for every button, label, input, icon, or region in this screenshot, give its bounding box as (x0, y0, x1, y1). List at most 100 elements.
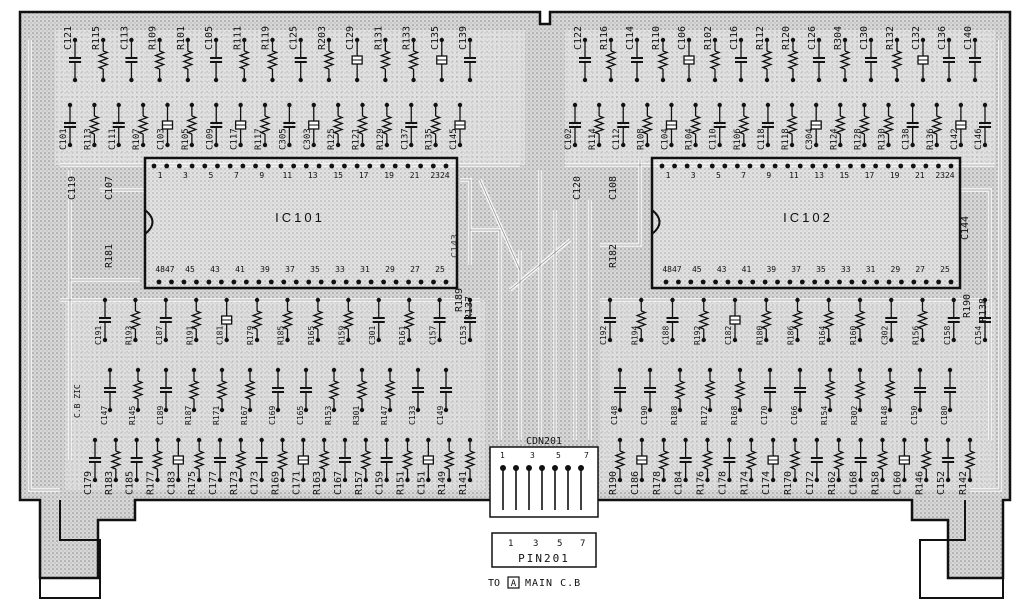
capacitor-C304-pad (813, 102, 819, 108)
ic-pin-label-1: 1 (158, 171, 163, 180)
resistor-R104-zigzag (689, 115, 702, 135)
resistor-R132-pad (894, 77, 900, 83)
label-R176: R176 (696, 471, 707, 495)
ic-pin-label-35: 35 (310, 265, 320, 274)
component-R120 (787, 37, 799, 83)
resistor-R193-pad (133, 297, 138, 303)
label-C179: C179 (83, 471, 94, 495)
resistor-R128-pad (862, 102, 867, 108)
resistor-R171-pad (219, 407, 225, 413)
resistor-R130-pad (886, 142, 891, 148)
ic-pin-pad (822, 163, 828, 169)
component-R109 (153, 37, 166, 83)
capacitor-C154-pad (982, 337, 988, 343)
label-R193: R193 (124, 326, 133, 345)
label-C181: C181 (216, 326, 225, 345)
ic-pin-label-41: 41 (742, 265, 752, 274)
resistor-R302-pad (857, 407, 863, 413)
component-C116 (735, 37, 747, 83)
resistor-R304-pad (842, 77, 848, 83)
label-C143: C143 (450, 234, 461, 258)
ic-pin-label-2324: 2324 (935, 171, 954, 180)
label-R135: R135 (425, 128, 435, 150)
component-R194 (635, 297, 648, 343)
ic-pin-pad (684, 163, 690, 169)
resistor-R106-zigzag (737, 115, 750, 135)
capacitor-C146-pad (982, 142, 988, 148)
component-R188 (674, 367, 686, 413)
capacitor-C188-pad (670, 297, 675, 303)
resistor-R110-pad (660, 37, 666, 43)
resistor-R157-pad (363, 477, 369, 483)
resistor-R301-pad (359, 367, 365, 373)
capacitor-C152-pad (945, 477, 951, 483)
resistor-R141-zigzag (464, 450, 476, 470)
label-C112: C112 (612, 128, 622, 150)
label-R149: R149 (437, 471, 448, 495)
capacitor-C102-pad (572, 102, 578, 108)
resistor-R141-pad (467, 477, 473, 483)
ic-pin-label-4847: 4847 (662, 265, 681, 274)
capacitor-C106-pad (686, 37, 692, 43)
ic-pin-pad (785, 163, 791, 169)
capacitor-C151-pad (426, 477, 431, 483)
capacitor-C191-pad (102, 337, 108, 343)
resistor-R119-zigzag (266, 50, 279, 70)
ic-pin-pad (331, 279, 337, 285)
ic-pin-label-13: 13 (308, 171, 318, 180)
label-C101: C101 (59, 128, 69, 150)
resistor-R167-zigzag (244, 380, 256, 400)
label-C157: C157 (429, 326, 438, 345)
ic-pin-pad (443, 279, 449, 285)
resistor-R190-pad (617, 477, 623, 483)
label-C302: C302 (880, 326, 889, 345)
resistor-R159-pad (346, 297, 351, 303)
label-C177: C177 (208, 471, 219, 495)
label-R153: R153 (324, 406, 333, 425)
ic-pin-pad (700, 279, 706, 285)
resistor-R131-zigzag (379, 50, 392, 70)
ic-pin-pad (899, 279, 904, 285)
resistor-R121-pad (360, 102, 365, 108)
ic-pin-pad (268, 279, 274, 285)
capacitor-C172-pad (814, 477, 820, 483)
component-C169 (272, 367, 284, 413)
label-R131: R131 (373, 26, 384, 50)
resistor-R146-pad (924, 477, 929, 483)
resistor-R136-pad (934, 142, 939, 148)
component-C146 (979, 102, 991, 148)
resistor-R180-zigzag (760, 310, 773, 330)
label-C158: C158 (943, 326, 952, 345)
resistor-R114-pad (596, 102, 602, 108)
component-C181 (221, 297, 233, 343)
resistor-R191-pad (194, 297, 199, 303)
component-R177 (151, 437, 164, 483)
capacitor-C102-pad (572, 142, 578, 148)
component-C165 (300, 367, 312, 413)
ic-pin-pad (265, 163, 271, 169)
capacitor-C159-pad (384, 477, 389, 483)
label-C122: C122 (573, 26, 584, 50)
ic-pin-pad (151, 163, 157, 169)
label-C152: C152 (936, 471, 947, 495)
component-C145 (454, 102, 466, 148)
component-C185 (130, 437, 143, 483)
resistor-R117-pad (262, 102, 268, 108)
label-R194: R194 (630, 326, 639, 345)
ic-pin-pad (392, 163, 398, 169)
label-C173: C173 (250, 471, 261, 495)
resistor-R180-pad (764, 297, 769, 303)
resistor-R302-pad (857, 367, 863, 373)
ic-pin-label-35: 35 (816, 265, 826, 274)
label-C154: C154 (974, 326, 983, 345)
capacitor-C121-pad (72, 77, 78, 83)
resistor-R151-zigzag (401, 450, 414, 470)
label-C106: C106 (677, 26, 688, 50)
component-C129 (351, 37, 363, 83)
component-C113 (125, 37, 138, 83)
resistor-R128-pad (862, 142, 867, 148)
ic-pin-pad (688, 279, 694, 285)
capacitor-C105-pad (213, 77, 219, 83)
